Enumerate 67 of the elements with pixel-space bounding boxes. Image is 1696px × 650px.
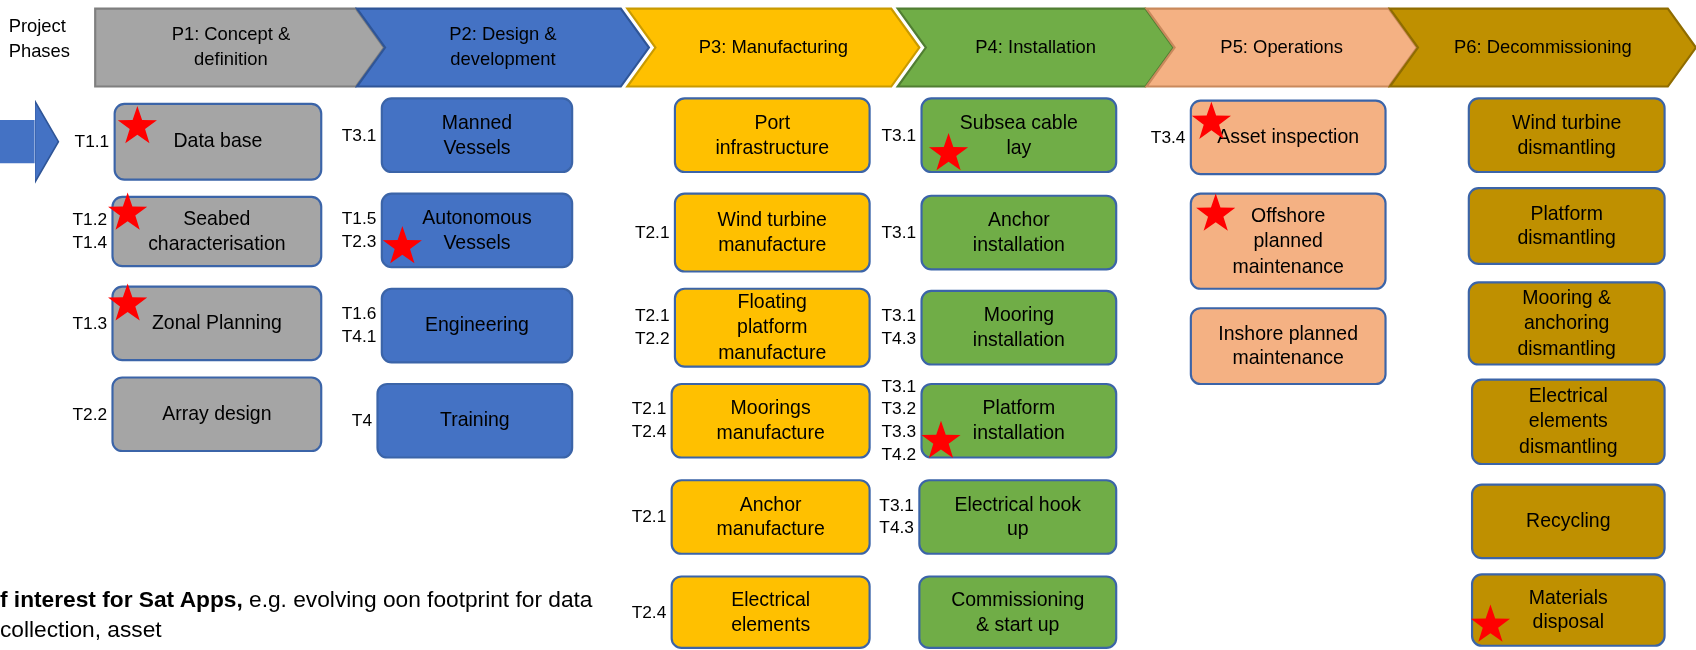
task-code: T2.2 [634, 327, 670, 350]
task-box: Wind turbine dismantling [1467, 97, 1666, 174]
phase-label: P6: Decommissioning [1454, 35, 1632, 59]
task-box: Floating platform manufacture [673, 287, 871, 368]
task-code: T4.1 [341, 325, 377, 348]
task-box: Engineering [380, 287, 574, 364]
task-code: T1.1 [74, 130, 110, 152]
task-code: T2.4 [631, 601, 667, 623]
task-box: Offshore planned maintenance [1189, 192, 1387, 290]
task-box: Mooring & anchoring dismantling [1467, 281, 1666, 366]
task-code: T1.4 [72, 231, 108, 253]
task-code: T3.2 [881, 398, 917, 420]
task-code: T3.4 [1150, 126, 1186, 148]
task-box: Electrical elements [670, 575, 871, 649]
task-code: T4.3 [881, 327, 917, 350]
task-code: T2.1 [634, 305, 670, 327]
task-code: T1.3 [72, 312, 108, 334]
task-box: Inshore planned maintenance [1189, 307, 1387, 386]
row-heading: Project Phases [8, 15, 71, 64]
task-code: T2.4 [631, 420, 667, 443]
phase-label: P3: Manufacturing [698, 35, 848, 59]
task-box: Anchor installation [920, 194, 1118, 271]
task-box: Commissioning & start up [918, 575, 1118, 649]
task-code: T4.3 [879, 517, 914, 539]
task-box: Manned Vessels [380, 97, 574, 174]
task-box: Seabed characterisation [111, 195, 323, 268]
task-box: Platform installation [920, 382, 1118, 459]
task-box: Port infrastructure [673, 97, 871, 174]
note-text: f interest for Sat Apps, e.g. evolving oon footprint for data collection, asset [0, 585, 594, 644]
task-box: Zonal Planning [111, 285, 323, 362]
task-code: T3.1 [879, 494, 914, 516]
task-code: T3.1 [881, 124, 917, 146]
task-code: T3.1 [341, 124, 377, 146]
task-box: Moorings manufacture [670, 382, 871, 459]
phase-label: P5: Operations [1220, 35, 1344, 59]
task-code: T1.5 [341, 207, 377, 230]
task-code: T3.3 [881, 420, 917, 443]
task-code: T1.2 [72, 209, 108, 231]
task-code: T4.2 [881, 443, 917, 465]
task-box: Platform dismantling [1467, 187, 1666, 265]
task-box: Mooring installation [920, 289, 1118, 366]
task-code: T2.1 [631, 505, 667, 528]
task-box: Electrical elements dismantling [1471, 378, 1666, 466]
task-box: Subsea cable lay [920, 97, 1118, 174]
task-box: Array design [111, 376, 323, 453]
task-box: Recycling [1471, 483, 1666, 560]
task-box: Training [376, 382, 574, 459]
phase-label: P1: Concept & definition [170, 22, 292, 72]
block-arrow [0, 99, 60, 184]
task-code: T1.6 [341, 303, 377, 325]
task-code: T3.1 [881, 221, 917, 243]
task-box: Data base [113, 102, 323, 181]
task-code: T2.3 [341, 230, 377, 252]
task-box: Autonomous Vessels [380, 192, 574, 269]
task-code: T2.1 [634, 221, 670, 243]
task-box: Materials disposal [1471, 573, 1666, 647]
task-box: Asset inspection [1189, 99, 1387, 176]
phase-label: P4: Installation [975, 35, 1096, 59]
phase-label: P2: Design & development [448, 22, 558, 72]
task-code: T3.1 [881, 305, 917, 327]
task-code: T2.2 [72, 403, 108, 425]
task-code: T2.1 [631, 398, 667, 420]
task-code: T4 [351, 409, 373, 431]
task-box: Anchor manufacture [670, 479, 871, 555]
task-code: T3.1 [881, 375, 917, 398]
task-box: Wind turbine manufacture [673, 192, 871, 273]
task-box: Electrical hook up [918, 479, 1118, 555]
